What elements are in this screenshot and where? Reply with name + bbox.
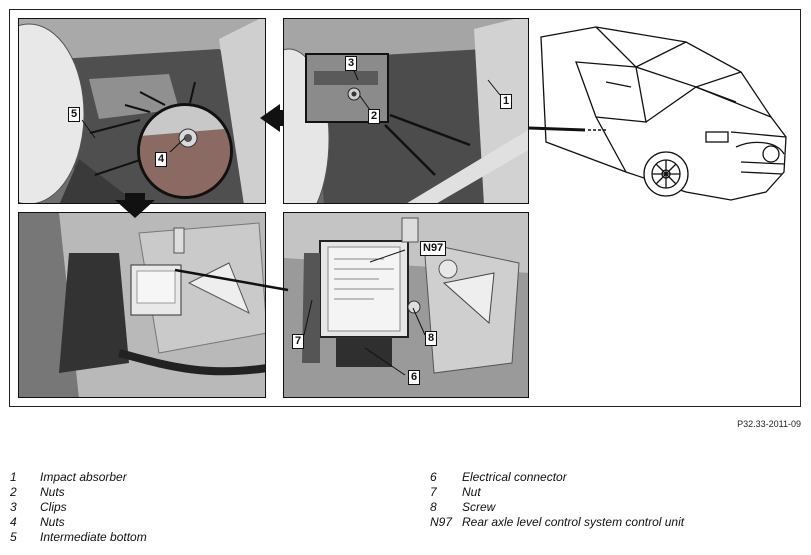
legend-item: 4 Nuts [10,515,147,530]
legend-item: 8 Screw [430,500,684,515]
legend-number: 6 [430,470,437,484]
legend-item: 5 Intermediate bottom [10,530,147,545]
legend-number: N97 [430,515,453,529]
callout-n97: N97 [420,241,447,256]
legend-number: 5 [10,530,17,544]
callout-5: 5 [68,107,81,122]
legend-right: 6 Electrical connector 7 Nut 8 Screw N97 Rea… [430,470,684,530]
callout-8: 8 [425,331,438,346]
photo-control-unit-closeup [283,212,529,398]
legend-number: 1 [10,470,17,484]
legend-text: Electrical connector [462,470,567,484]
magnifier-circle [137,103,233,199]
legend-number: 7 [430,485,437,499]
legend-text: Clips [40,500,67,514]
callout-3: 3 [345,56,358,71]
legend-item: 1 Impact absorber [10,470,147,485]
legend-text: Rear axle level control system control u… [462,515,685,529]
vehicle-drawing [536,22,794,212]
photo-intermediate-bottom [18,18,266,204]
legend-item: 2 Nuts [10,485,147,500]
legend-text: Nuts [40,485,65,499]
callout-1: 1 [500,94,513,109]
legend-item: 6 Electrical connector [430,470,684,485]
callout-4: 4 [155,152,168,167]
photo-control-unit-overview [18,212,266,398]
legend-text: Nut [462,485,481,499]
callout-6: 6 [408,370,421,385]
legend-number: 3 [10,500,17,514]
legend-text: Nuts [40,515,65,529]
photo-clips-nuts [283,18,529,204]
legend-number: 8 [430,500,437,514]
legend-item: 7 Nut [430,485,684,500]
legend-text: Screw [462,500,496,514]
legend-item: 3 Clips [10,500,147,515]
callout-2: 2 [368,109,381,124]
legend-number: 2 [10,485,17,499]
legend-item: N97 Rear axle level control system contro… [430,515,684,530]
figure-reference-code: P32.33-2011-09 [737,419,801,429]
legend-text: Impact absorber [40,470,127,484]
legend-number: 4 [10,515,17,529]
legend-text: Intermediate bottom [40,530,147,544]
callout-7: 7 [292,334,305,349]
